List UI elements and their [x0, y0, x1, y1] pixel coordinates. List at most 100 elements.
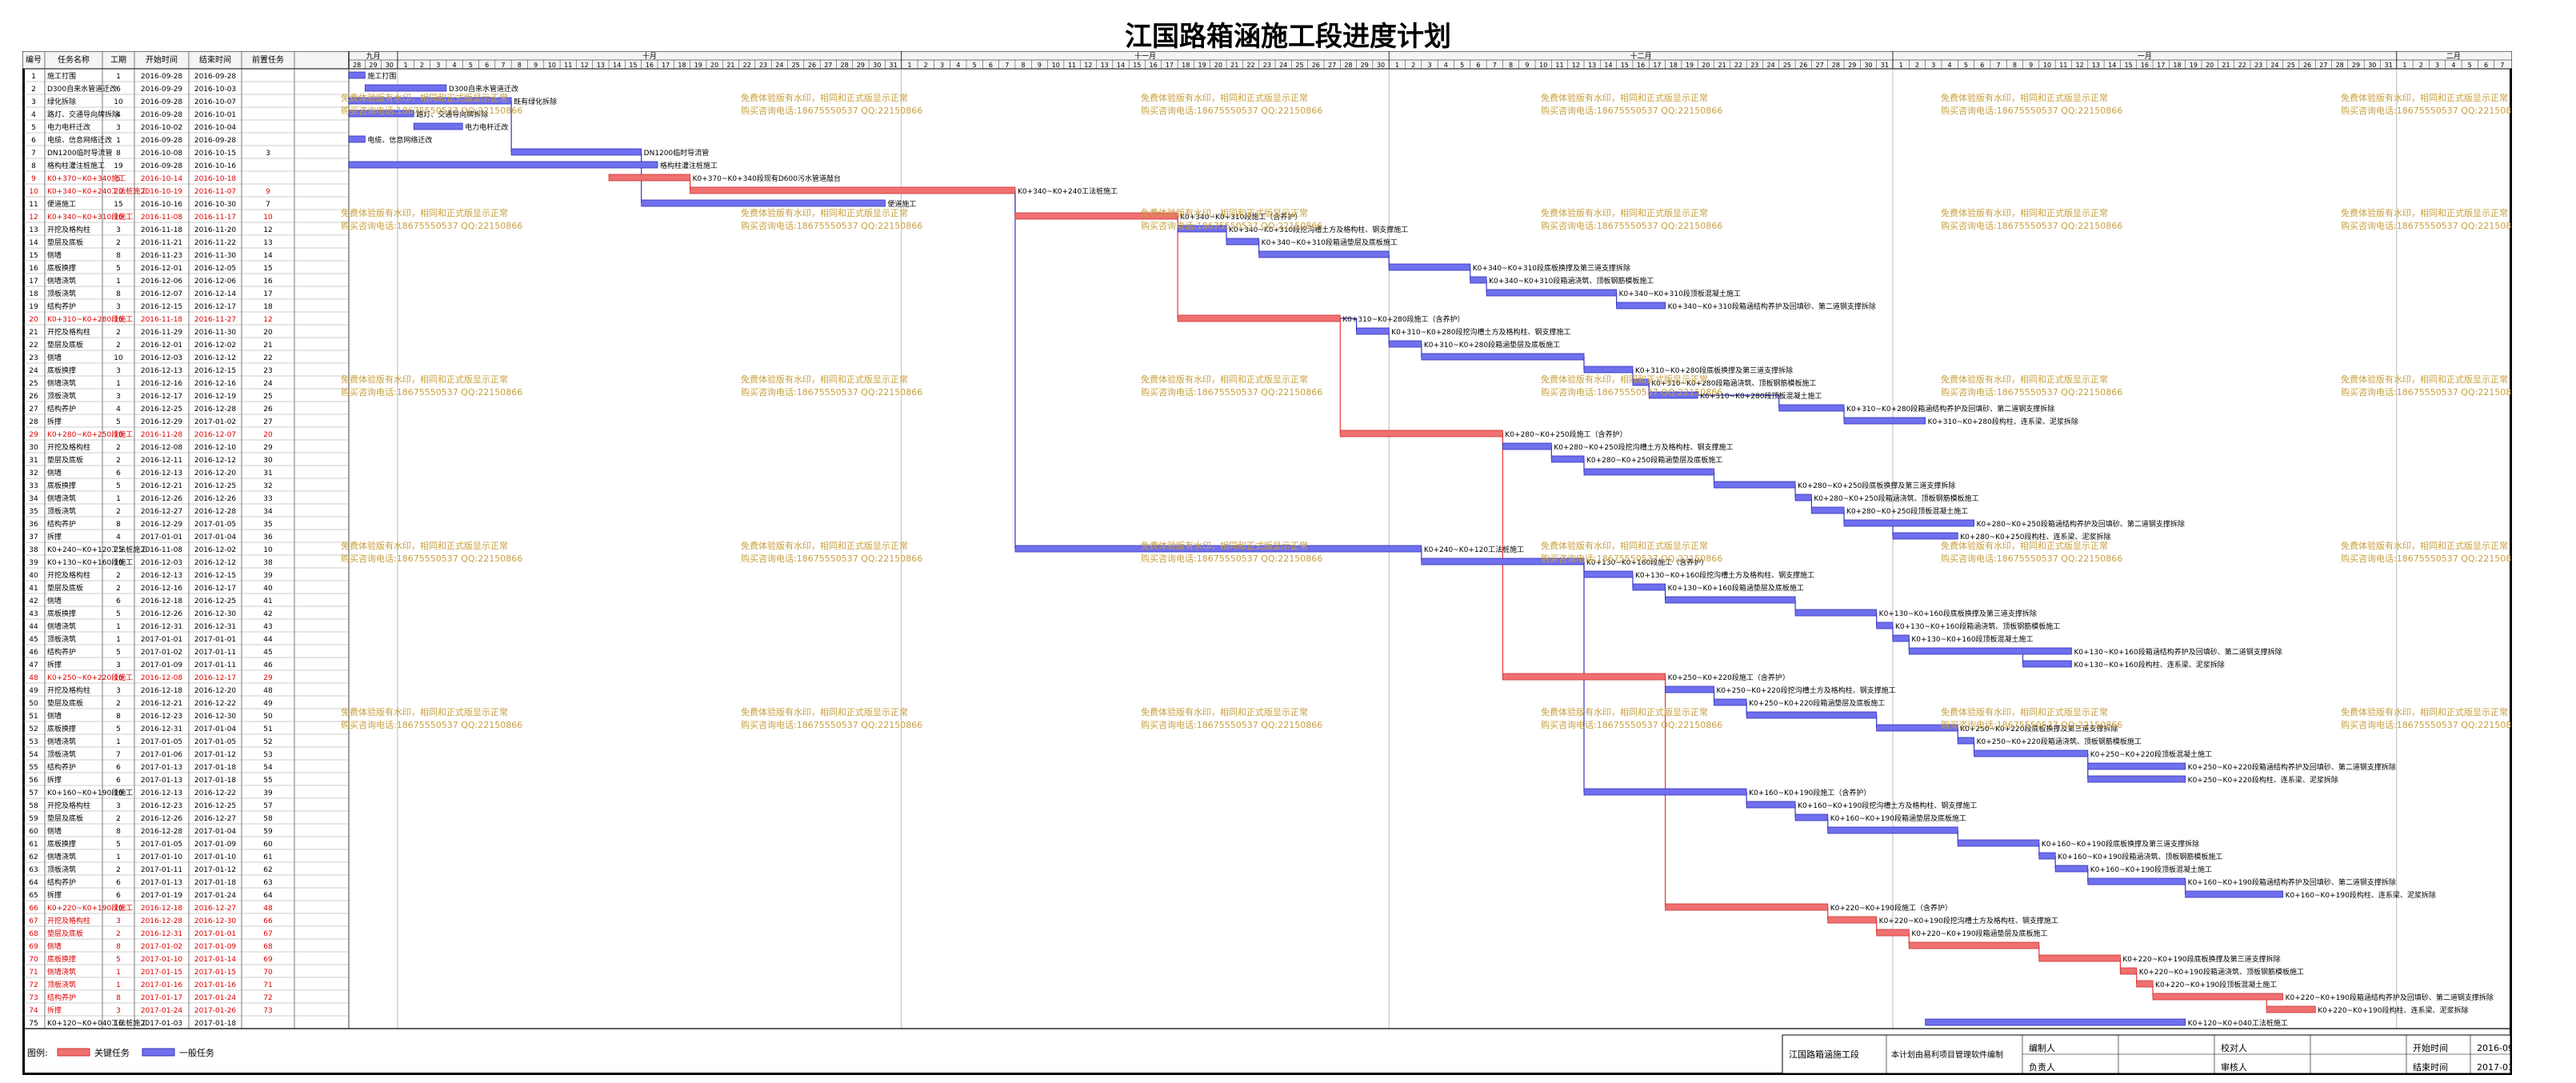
watermark-line: 购买咨询电话:18675550537 QQ:22150866 — [1941, 386, 2122, 398]
watermark-line: 免费体验版有水印，相同和正式版显示正常 — [1541, 706, 1708, 717]
day-label: 18 — [1182, 62, 1190, 69]
day-label: 14 — [1117, 62, 1125, 69]
day-label: 17 — [662, 62, 670, 69]
table-cell: 1 — [116, 495, 121, 503]
gantt-bar-label: K0+160~K0+190段箱涵浇筑、顶板钢筋模板施工 — [2058, 852, 2222, 861]
day-label: 24 — [775, 62, 783, 69]
gantt-bar — [1177, 314, 1341, 322]
gantt-bar-label: K0+280~K0+250段施工（含养护） — [1505, 430, 1626, 439]
day-label: 13 — [597, 62, 605, 69]
table-cell: 2 — [116, 700, 121, 708]
gantt-bar-label: K0+370~K0+340段现有D600污水管道敲台 — [693, 174, 841, 183]
day-label: 30 — [1377, 62, 1385, 69]
gantt-bar — [1794, 609, 1878, 617]
table-cell: 顶板浇筑 — [47, 749, 76, 759]
table-cell: 拆撑 — [47, 660, 62, 669]
gantt-bar — [1583, 468, 1714, 476]
table-cell: 2016-10-03 — [194, 86, 236, 94]
table-cell: 60 — [29, 828, 38, 836]
day-label: 11 — [1068, 62, 1076, 69]
day-label: 3 — [2435, 62, 2439, 69]
gantt-bar — [2136, 980, 2154, 988]
gantt-bar — [348, 71, 366, 79]
watermark-line: 免费体验版有水印，相同和正式版显示正常 — [1141, 540, 1308, 551]
day-label: 15 — [629, 62, 637, 69]
table-header-label: 开始时间 — [146, 54, 178, 65]
table-cell: 2016-12-25 — [141, 406, 182, 414]
day-label: 12 — [2076, 62, 2084, 69]
table-cell: 2017-01-10 — [141, 853, 183, 861]
table-cell: 侧墙浇筑 — [47, 621, 76, 631]
day-label: 15 — [1133, 62, 1141, 69]
day-label: 4 — [2451, 62, 2455, 69]
table-cell: 66 — [29, 905, 38, 913]
gantt-bar — [2038, 954, 2121, 962]
gantt-bar-label: K0+120~K0+040工法桩施工 — [2188, 1018, 2288, 1028]
table-cell: 2016-12-01 — [141, 342, 182, 350]
gantt-bar-label: K0+160~K0+190段挖沟槽土方及格构柱、钢支撑施工 — [1798, 801, 1977, 810]
watermark-line: 购买咨询电话:18675550537 QQ:22150866 — [341, 553, 522, 564]
table-cell: 结构养护 — [47, 993, 76, 1002]
table-cell: 2016-12-19 — [194, 393, 237, 401]
table-cell: 2017-01-12 — [194, 751, 236, 759]
table-cell: 2016-12-27 — [141, 508, 182, 516]
table-cell: 2016-10-08 — [141, 150, 183, 158]
table-cell: 65 — [29, 892, 38, 900]
table-cell: 25 — [263, 393, 272, 401]
gantt-bar — [1714, 698, 1747, 706]
table-cell: K0+160~K0+190段施工 — [47, 788, 133, 797]
gantt-bar — [1876, 621, 1894, 629]
table-cell: 2016-12-30 — [194, 713, 237, 721]
table-cell: 2016-11-20 — [194, 226, 237, 234]
table-cell: 2016-12-22 — [194, 700, 236, 708]
table-cell: 10 — [114, 354, 123, 362]
gantt-bar — [348, 110, 414, 118]
table-cell: 2016-11-22 — [194, 239, 236, 247]
table-cell: 19 — [114, 162, 123, 170]
day-label: 2 — [2419, 62, 2423, 69]
table-cell: 61 — [29, 841, 38, 849]
table-cell: 40 — [263, 585, 273, 593]
table-cell: 7 — [116, 751, 121, 759]
table-cell: 2016-11-30 — [194, 329, 237, 337]
table-cell: 5 — [116, 841, 121, 849]
table-cell: 2016-12-28 — [194, 508, 237, 516]
table-cell: 2016-12-28 — [194, 406, 237, 414]
gantt-bar — [413, 122, 463, 130]
table-cell: 2016-12-21 — [141, 700, 182, 708]
table-cell: 41 — [29, 585, 38, 593]
day-label: 31 — [889, 62, 897, 69]
gantt-bar-label: K0+310~K0+280段施工（含养护） — [1342, 314, 1464, 324]
table-cell: 10 — [114, 674, 123, 682]
gantt-bar-label: K0+310~K0+280段挖沟槽土方及格构柱、钢支撑施工 — [1391, 327, 1570, 337]
table-cell: 42 — [263, 610, 272, 618]
table-cell: 51 — [263, 725, 272, 733]
gantt-bar-label: D300自来水管道迁改 — [449, 84, 518, 94]
gantt-bar — [1892, 532, 1958, 540]
table-cell: 开挖及格构柱 — [47, 916, 90, 925]
day-label: 16 — [646, 62, 654, 69]
gantt-bar — [1014, 212, 1178, 220]
day-label: 30 — [873, 62, 881, 69]
table-cell: 2016-12-31 — [141, 930, 182, 938]
gantt-bar — [1665, 903, 1829, 911]
day-label: 17 — [2157, 62, 2165, 69]
table-cell: 12 — [29, 214, 38, 222]
table-cell: 3 — [116, 226, 121, 234]
table-cell: 34 — [263, 508, 273, 516]
gantt-bar-label: K0+340~K0+310段箱涵结构养护及回填砂、第二道钢支撑拆除 — [1668, 302, 1876, 311]
table-cell: 59 — [263, 828, 273, 836]
table-cell: 2016-12-23 — [141, 713, 182, 721]
table-cell: 2016-12-07 — [194, 431, 236, 439]
table-cell: 2016-12-13 — [141, 789, 182, 797]
watermark-line: 购买咨询电话:18675550537 QQ:22150866 — [741, 719, 922, 730]
day-label: 15 — [2124, 62, 2132, 69]
table-cell: 2016-12-17 — [194, 303, 236, 311]
table-cell: 2016-10-16 — [141, 201, 183, 209]
table-cell: 2017-01-02 — [194, 418, 236, 426]
watermark-line: 免费体验版有水印，相同和正式版显示正常 — [341, 374, 508, 385]
gantt-bar-label: K0+310~K0+280段箱涵垫层及底板施工 — [1424, 340, 1560, 350]
table-cell: 1 — [116, 623, 121, 631]
table-cell: 29 — [29, 431, 38, 439]
table-cell: 结构养护 — [47, 302, 76, 311]
